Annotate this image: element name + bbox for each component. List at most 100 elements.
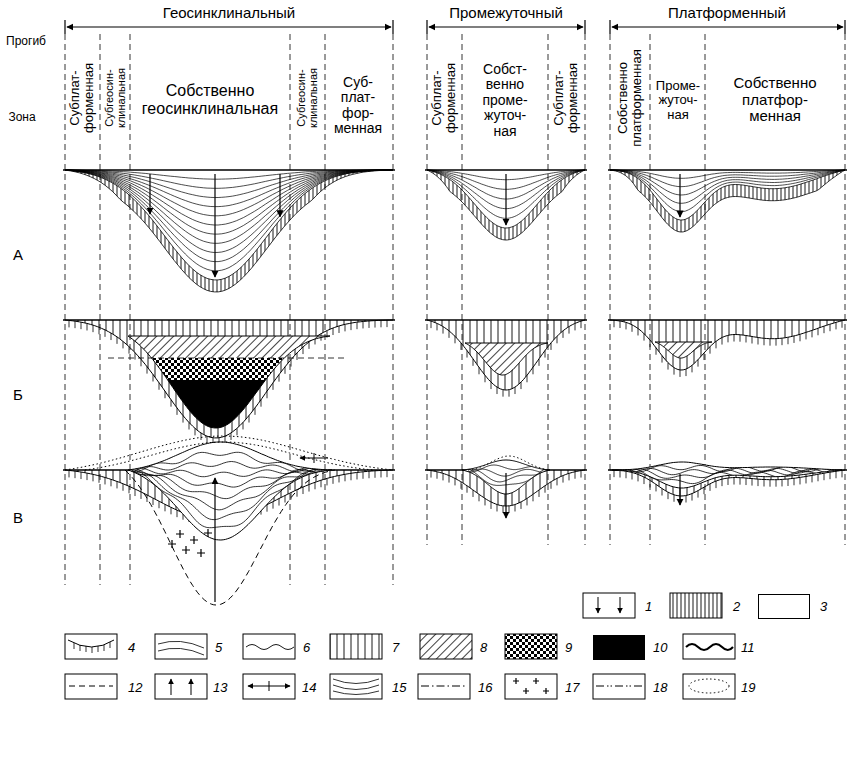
legend-sample — [65, 634, 117, 659]
legend-sample — [421, 686, 467, 687]
legend-sample — [171, 679, 172, 695]
legend-sample — [191, 679, 192, 695]
basement-tick — [153, 498, 154, 505]
row-letter: В — [13, 510, 23, 527]
basement-tick — [674, 495, 675, 502]
legend-sample — [670, 593, 722, 618]
basement-tick — [626, 471, 627, 478]
legend-sample — [333, 679, 379, 695]
zone-boundaries — [427, 34, 585, 545]
legend-sample — [689, 679, 729, 693]
basement-tick — [297, 353, 298, 360]
basement-tick — [285, 367, 286, 374]
basement-tick — [812, 475, 813, 482]
surface-line — [425, 169, 587, 170]
header-brackets — [426, 20, 427, 34]
subsidence-arrow — [505, 473, 506, 518]
basement-tick — [369, 321, 370, 328]
basement-tick — [509, 506, 510, 513]
strata-line — [610, 170, 845, 203]
basement-tick — [740, 335, 741, 342]
row-letter: А — [13, 247, 23, 264]
basement-tick — [273, 502, 274, 509]
basement-tick — [782, 338, 783, 345]
basement-tick — [824, 326, 825, 333]
basement-tick — [710, 484, 711, 491]
surface-line — [63, 169, 395, 170]
basement-tick — [237, 428, 238, 435]
legend-number: 12 — [128, 680, 142, 695]
basement-tick — [261, 400, 262, 407]
basement-tick — [207, 436, 208, 443]
basement-tick — [81, 472, 82, 479]
core-outline — [655, 342, 712, 358]
basement-tick — [141, 359, 142, 366]
legend-number: 10 — [653, 640, 667, 655]
basement-tick — [351, 323, 352, 330]
surface-line — [425, 319, 587, 320]
basement-tick — [387, 320, 388, 327]
basement-tick — [740, 478, 741, 485]
basement-tick — [455, 336, 456, 343]
basement-tick — [279, 375, 280, 382]
legend-sample — [596, 686, 642, 687]
legend-sample — [330, 674, 382, 699]
basement-tick — [836, 322, 837, 329]
basement-tick — [614, 320, 615, 327]
intrusion-cross — [204, 529, 212, 537]
legend-sample — [158, 641, 204, 655]
header-brackets — [612, 26, 843, 27]
basement-tick — [569, 473, 570, 480]
basement-tick — [297, 490, 298, 497]
basement-tick — [291, 360, 292, 367]
header-brackets — [64, 20, 65, 34]
basement-tick — [375, 321, 376, 328]
basement-tick — [381, 470, 382, 477]
basement-tick — [818, 328, 819, 335]
folded-stratum — [128, 469, 332, 519]
intrusion-cross — [182, 546, 190, 554]
basement-tick — [267, 505, 268, 512]
basement-tick — [117, 337, 118, 344]
basement-tick — [557, 478, 558, 485]
basement-tick — [375, 471, 376, 478]
basement-tick — [533, 367, 534, 374]
basement-tick — [794, 336, 795, 343]
basement-tick — [842, 470, 843, 477]
axis-label: Зона — [8, 111, 35, 124]
basement-tick — [650, 480, 651, 487]
legend-sample — [505, 674, 557, 699]
legend-sample — [598, 597, 599, 613]
basement-tick — [363, 472, 364, 479]
core-band — [655, 342, 712, 380]
subsidence-arrow — [279, 174, 280, 217]
basement-tick — [722, 479, 723, 486]
basement-tick — [704, 487, 705, 494]
basement-tick — [291, 493, 292, 500]
basement-tick — [159, 383, 160, 390]
legend-number: 17 — [565, 680, 579, 695]
legend-number: 5 — [215, 640, 222, 655]
legend-sample — [243, 634, 295, 659]
zone-label: Собст- венно проме- жуточ- ная — [482, 62, 527, 139]
basement-tick — [782, 479, 783, 486]
legend-number: 8 — [480, 640, 487, 655]
basement-tick — [503, 506, 504, 513]
basement-tick — [545, 486, 546, 493]
surface-line — [608, 169, 847, 170]
legend-sample — [683, 634, 735, 659]
basement-tick — [662, 489, 663, 496]
basement-tick — [189, 422, 190, 429]
basement-tick — [87, 323, 88, 330]
legend-number: 3 — [820, 599, 827, 614]
zone-boundaries — [65, 34, 393, 585]
folded-stratum — [128, 470, 332, 528]
basement-tick — [842, 321, 843, 328]
basement-tick — [75, 321, 76, 328]
basement-tick — [93, 325, 94, 332]
basement-tick — [461, 482, 462, 489]
basement-tick — [129, 347, 130, 354]
basement-tick — [479, 494, 480, 501]
basement-band — [427, 170, 585, 240]
core-outline — [612, 462, 842, 488]
